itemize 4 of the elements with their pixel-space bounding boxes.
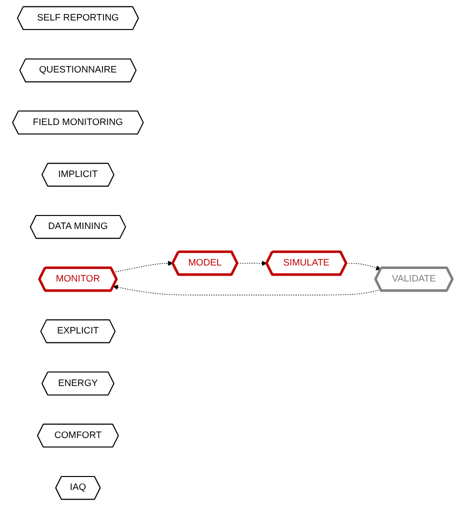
arrow <box>113 260 174 273</box>
arrow <box>346 263 381 270</box>
arrow <box>237 260 268 266</box>
arrow <box>113 284 382 296</box>
